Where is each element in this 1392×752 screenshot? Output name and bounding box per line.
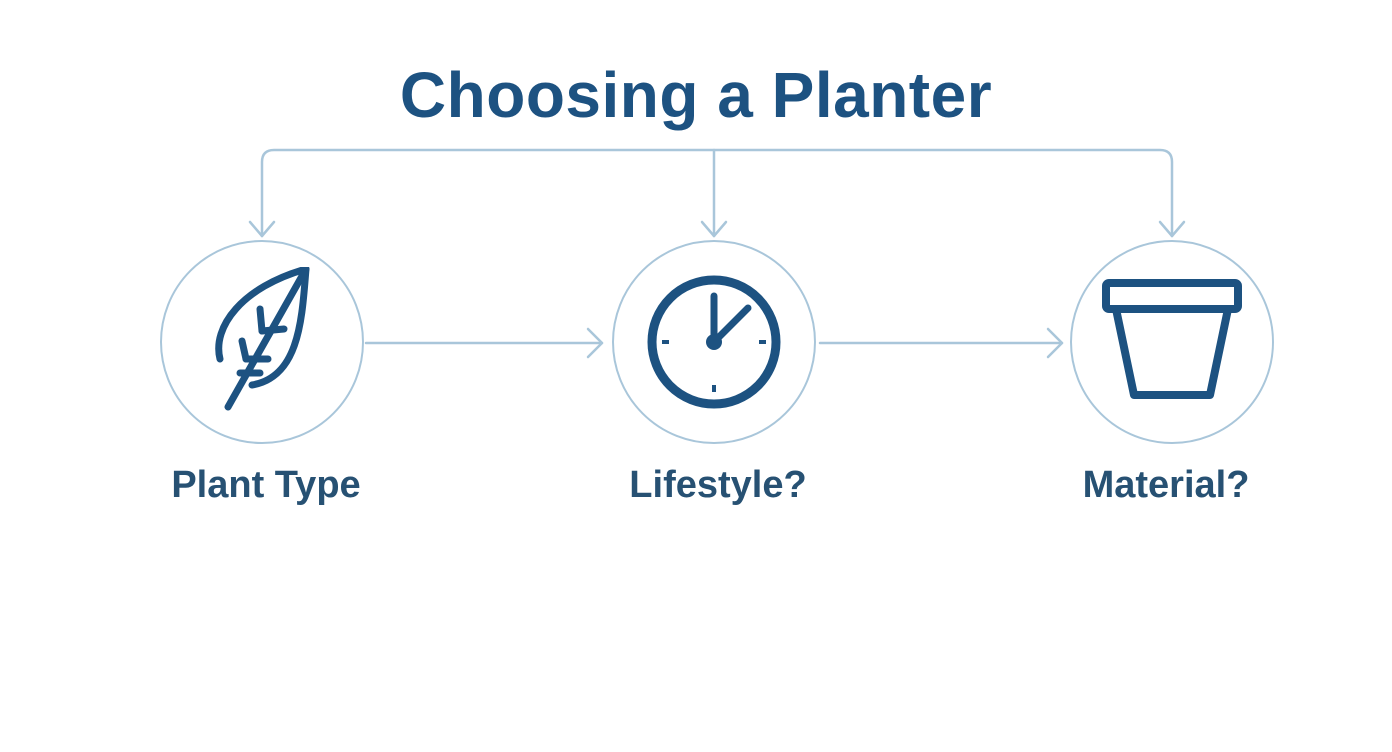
arrowhead-down-3	[1158, 220, 1186, 238]
top-bracket-line	[260, 148, 1174, 238]
clock-icon	[647, 275, 781, 409]
diagram-title: Choosing a Planter	[399, 59, 993, 131]
node-plant-type	[160, 240, 364, 444]
node-material	[1070, 240, 1274, 444]
arrowhead-down-1	[248, 220, 276, 238]
arrowhead-right-2	[1046, 327, 1064, 359]
node-label-lifestyle: Lifestyle?	[629, 464, 807, 506]
arrowhead-right-1	[586, 327, 604, 359]
leaf-icon	[215, 267, 310, 411]
arrowhead-down-2	[700, 220, 728, 238]
node-label-plant-type: Plant Type	[171, 464, 361, 506]
node-lifestyle	[612, 240, 816, 444]
pot-icon	[1102, 279, 1242, 399]
node-label-material: Material?	[1082, 464, 1250, 506]
